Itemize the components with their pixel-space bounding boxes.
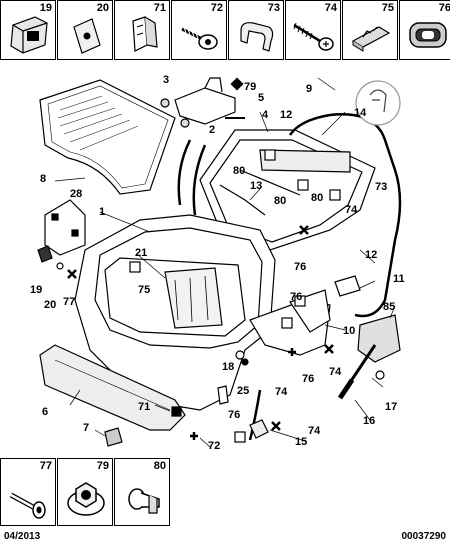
callout-25[interactable]: 25 [237,385,250,397]
callout-72[interactable]: 72 [208,440,221,452]
lock-mechanism [164,267,223,329]
callout-77[interactable]: 77 [63,296,76,308]
top-parts-bar: 19 20 71 72 73 [0,0,450,62]
callout-19[interactable]: 19 [30,284,43,296]
part-cell-76[interactable]: 76 [399,0,450,60]
callout-4[interactable]: 4 [262,109,269,121]
callout-76-c[interactable]: 76 [302,373,315,385]
callout-80-b[interactable]: 80 [274,195,287,207]
part-number: 80 [153,460,166,472]
callout-17[interactable]: 17 [385,401,398,413]
callout-2[interactable]: 2 [209,124,216,136]
callout-15[interactable]: 15 [295,436,308,448]
footer-reference: 00037290 [401,531,447,542]
callout-7[interactable]: 7 [83,422,90,434]
grommet-icon [409,22,447,48]
callout-74-c[interactable]: 74 [329,366,342,378]
callout-74-b[interactable]: 74 [275,386,288,398]
callout-6[interactable]: 6 [42,406,49,418]
handle-trim [334,275,361,297]
part-cell-79[interactable]: 79 [57,458,113,526]
footer-date: 04/2013 [4,531,41,542]
callout-74-a[interactable]: 74 [345,204,358,216]
self-tapping-screw-icon [293,22,334,51]
callout-8[interactable]: 8 [40,173,47,185]
callout-79[interactable]: 79 [244,81,257,93]
part-number: 20 [96,2,109,14]
callout-20[interactable]: 20 [44,299,57,311]
part-cell-77[interactable]: 77 [0,458,56,526]
bracket-clip-icon [240,22,274,52]
callout-18[interactable]: 18 [222,361,235,373]
part-number: 72 [210,2,223,14]
retainer-clip-icon [132,16,158,52]
callout-74-d[interactable]: 74 [308,425,321,437]
flat-clip-icon [351,26,391,52]
callout-21[interactable]: 21 [135,247,148,259]
part-cell-72[interactable]: 72 [171,0,227,60]
part-number: 74 [324,2,337,14]
part-cell-74[interactable]: 74 [285,0,341,60]
tailgate-exploded-diagram [37,77,402,448]
callout-1[interactable]: 1 [99,206,106,218]
callout-9[interactable]: 9 [306,83,313,95]
rubber-buffer-icon [10,16,48,54]
screw-washer-icon [181,26,218,50]
callout-73[interactable]: 73 [375,181,388,193]
part-number: 77 [39,460,52,472]
part-cell-71[interactable]: 71 [114,0,170,60]
callout-76-d[interactable]: 76 [228,409,241,421]
callout-13[interactable]: 13 [250,180,263,192]
part-number: 71 [153,2,166,14]
callout-75[interactable]: 75 [138,284,151,296]
callout-14[interactable]: 14 [354,107,367,119]
push-rivet-icon [128,488,160,514]
callout-28[interactable]: 28 [70,188,83,200]
callout-76-a[interactable]: 76 [294,261,307,273]
callout-80-a[interactable]: 80 [233,165,246,177]
callout-85[interactable]: 85 [383,301,396,313]
callout-71[interactable]: 71 [138,401,151,413]
bottom-parts-bar: 77 79 80 [0,458,450,528]
callout-5[interactable]: 5 [258,92,265,104]
part-number: 79 [96,460,109,472]
rear-window-glass [39,79,176,195]
lower-trim-strip [39,344,186,431]
part-cell-75[interactable]: 75 [342,0,398,60]
callout-16[interactable]: 16 [363,415,376,427]
part-cell-73[interactable]: 73 [228,0,284,60]
callout-12-lower[interactable]: 12 [365,249,378,261]
spoiler [357,314,401,363]
part-number: 76 [438,2,450,14]
flange-nut-icon [67,482,105,516]
callout-10[interactable]: 10 [343,325,356,337]
part-cell-80[interactable]: 80 [114,458,170,526]
callout-80-c[interactable]: 80 [311,192,324,204]
callout-3[interactable]: 3 [163,74,170,86]
bolt-icon [9,492,46,519]
part-number: 73 [267,2,280,14]
part-cell-20[interactable]: 20 [57,0,113,60]
part-cell-19[interactable]: 19 [0,0,56,60]
plate-clip-icon [73,18,101,54]
part-number: 19 [39,2,52,14]
callout-12-upper[interactable]: 12 [280,109,293,121]
bracket-28 [44,199,86,256]
part-number: 75 [381,2,394,14]
callout-11[interactable]: 11 [393,273,405,285]
callout-76-b[interactable]: 76 [290,291,303,303]
